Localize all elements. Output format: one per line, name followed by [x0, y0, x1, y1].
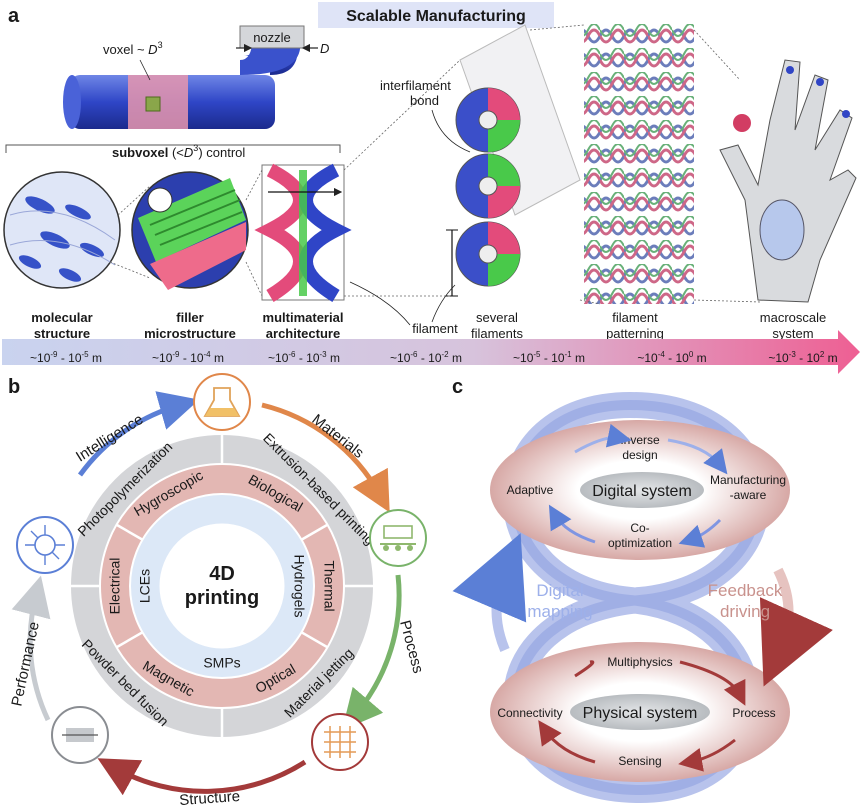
feedback-driving-line2: driving: [720, 602, 770, 621]
scale-bar: [2, 330, 860, 374]
digital-mapping-arrow: [452, 533, 527, 652]
subvoxel-label: subvoxel (<D3) control: [112, 143, 245, 160]
voxel-label: voxel ~ D3: [103, 40, 163, 57]
cycle-label-materials: Materials: [309, 411, 367, 462]
scale-name: macroscale: [760, 310, 826, 325]
physical-system-blob: [570, 694, 710, 730]
scale-range: ~10-6 - 10-2 m: [390, 350, 462, 365]
scale-name: molecular: [31, 310, 92, 325]
scale-name: filament: [612, 310, 658, 325]
feedback-driving-line1: Feedback: [708, 581, 783, 600]
scalable-manufacturing-title: Scalable Manufacturing: [346, 8, 526, 25]
scale-range: ~10-6 - 10-3 m: [268, 350, 340, 365]
scale-name: microstructure: [144, 326, 236, 341]
zoom-connector-lines: [109, 24, 761, 305]
scale-range: ~10-3 - 102 m: [768, 350, 837, 365]
co-optimization-line1: Co-: [630, 521, 649, 535]
conveyor-icon: [369, 509, 427, 567]
sensing-label: Sensing: [618, 754, 661, 768]
macroscale-hand: [719, 59, 857, 303]
panel-c: c Digital system Physical system Inverse…: [452, 376, 833, 804]
process-node-label: Process: [732, 706, 775, 720]
scale-name: multimaterial: [263, 310, 344, 325]
pinch-icon: [51, 706, 109, 764]
panel-c-letter: c: [452, 376, 463, 398]
cycle-label-intelligence: Intelligence: [73, 411, 146, 466]
scale-name: system: [772, 326, 813, 341]
digital-system-label: Digital system: [592, 483, 692, 500]
filament-label: filament: [412, 321, 458, 336]
panel-a: a Scalable Manufacturing nozzle D voxel …: [2, 2, 860, 374]
material-ring-label: SMPs: [203, 655, 240, 671]
flask-icon: [193, 373, 251, 431]
physical-system-label: Physical system: [583, 705, 698, 722]
scale-name: filler: [176, 310, 203, 325]
arrow-materials: [261, 402, 390, 513]
co-optimization-line2: optimization: [608, 536, 672, 550]
adaptive-label: Adaptive: [507, 483, 554, 497]
interfilament-label-line1: interfilament: [380, 78, 451, 93]
material-ring-label: Hydrogels: [291, 554, 307, 617]
scale-name: architecture: [266, 326, 340, 341]
title-banner: [318, 2, 554, 28]
panel-b: b 4D printing Extrusion-based printingMa…: [8, 373, 427, 809]
panel-a-letter: a: [8, 5, 20, 27]
stimulus-ring-label: Thermal: [321, 560, 337, 611]
arrow-structure: [97, 758, 307, 796]
arrow-performance: [11, 575, 51, 722]
multiphysics-label: Multiphysics: [607, 655, 672, 669]
scale-range: ~10-5 - 10-1 m: [513, 350, 585, 365]
nozzle-diameter-label: D: [320, 41, 329, 56]
nozzle-label: nozzle: [253, 30, 291, 45]
panel-b-letter: b: [8, 376, 20, 398]
scale-name: several: [476, 310, 518, 325]
ring-dividers: [70, 434, 374, 738]
filler-microstructure-circle: [131, 171, 249, 290]
center-disc: [159, 523, 285, 649]
feedback-driving-arrow: [759, 567, 833, 687]
several-filaments-stack: [446, 24, 581, 297]
nozzle-pipe-illustration: [63, 25, 305, 129]
connectivity-label: Connectivity: [497, 706, 562, 720]
range-labels: ~10-9 - 10-5 m ~10-9 - 10-4 m ~10-6 - 10-3…: [30, 350, 838, 365]
interfilament-label-line2: bond: [410, 93, 439, 108]
center-title-line2: printing: [185, 587, 259, 609]
cycle-label-structure: Structure: [179, 788, 241, 809]
digital-mapping-line2: mapping: [527, 602, 592, 621]
stimulus-ring-label: Electrical: [107, 558, 123, 615]
manufacturing-aware-line2: -aware: [730, 488, 767, 502]
material-ring-label: LCEs: [137, 569, 153, 603]
scale-range: ~10-4 - 100 m: [637, 350, 706, 365]
inverse-design-line1: Inverse: [620, 433, 660, 447]
inverse-design-line2: design: [622, 448, 657, 462]
arrow-intelligence: [77, 391, 200, 477]
center-title-line1: 4D: [209, 563, 235, 585]
brain-chip-icon: [16, 516, 74, 574]
scale-name: filaments: [471, 326, 524, 341]
filament-patterning-mesh: [584, 22, 694, 304]
multimaterial-helix: [254, 163, 352, 303]
manufacturing-aware-line1: Manufacturing: [710, 473, 786, 487]
scale-name: patterning: [606, 326, 664, 341]
arrow-process: [342, 574, 402, 731]
digital-mapping-line1: Digital: [536, 581, 583, 600]
molecular-structure-circle: [3, 171, 121, 289]
scale-range: ~10-9 - 10-4 m: [152, 350, 224, 365]
cycle-label-process: Process: [396, 618, 426, 675]
digital-system-blob: [580, 472, 704, 508]
lattice-icon: [311, 713, 369, 771]
scale-range: ~10-9 - 10-5 m: [30, 350, 102, 365]
scale-name: structure: [34, 326, 90, 341]
